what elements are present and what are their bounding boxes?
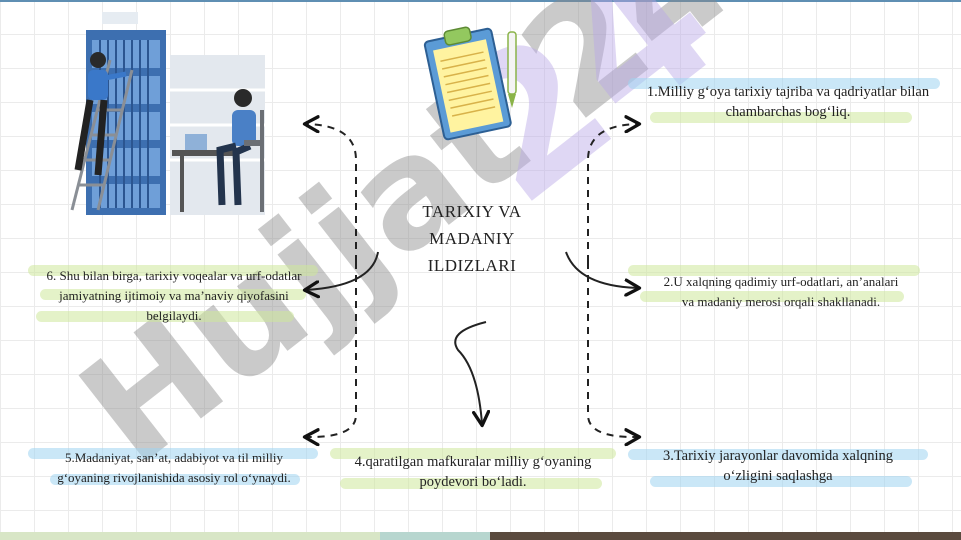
node-6: 6. Shu bilan birga, tarixiy voqealar va … (46, 268, 302, 323)
top-border-line (0, 0, 961, 2)
node-5: 5.Madaniyat, san’at, adabiyot va til mil… (57, 450, 291, 485)
dashed-connector (306, 124, 357, 262)
node-4: 4.qaratilgan mafkuralar milliy g‘oyaning… (354, 454, 592, 490)
highlight (36, 311, 294, 322)
highlight (628, 78, 940, 89)
curved-arrow (454, 321, 486, 424)
bottom-color-bar (0, 532, 961, 540)
dashed-connector (306, 262, 357, 437)
curved-arrow (565, 251, 638, 288)
node-1: 1.Milliy g‘oya tarixiy tajriba va qadriy… (646, 84, 930, 120)
curved-arrow (306, 251, 379, 290)
center-title: TARIXIY VA MADANIY ILDIZLARI (422, 202, 522, 275)
highlight (650, 112, 912, 123)
dashed-connector (587, 124, 638, 262)
desk (172, 134, 238, 212)
highlight (50, 474, 300, 485)
highlight (40, 289, 306, 300)
highlight (28, 448, 318, 459)
node-2: 2.U xalqning qadimiy urf-odatlari, an’an… (663, 274, 899, 309)
highlight (340, 478, 602, 489)
highlight (28, 265, 318, 276)
highlight (628, 265, 920, 276)
highlight (628, 449, 928, 460)
highlight (650, 476, 912, 487)
highlight (330, 448, 616, 459)
person-reading (216, 89, 264, 212)
node-3: 3.Tarixiy jarayonlar davomida xalqning o… (662, 448, 894, 484)
highlight (640, 291, 904, 302)
person-climbing (74, 52, 127, 176)
pen-icon (507, 31, 517, 108)
dashed-connector (587, 262, 638, 437)
